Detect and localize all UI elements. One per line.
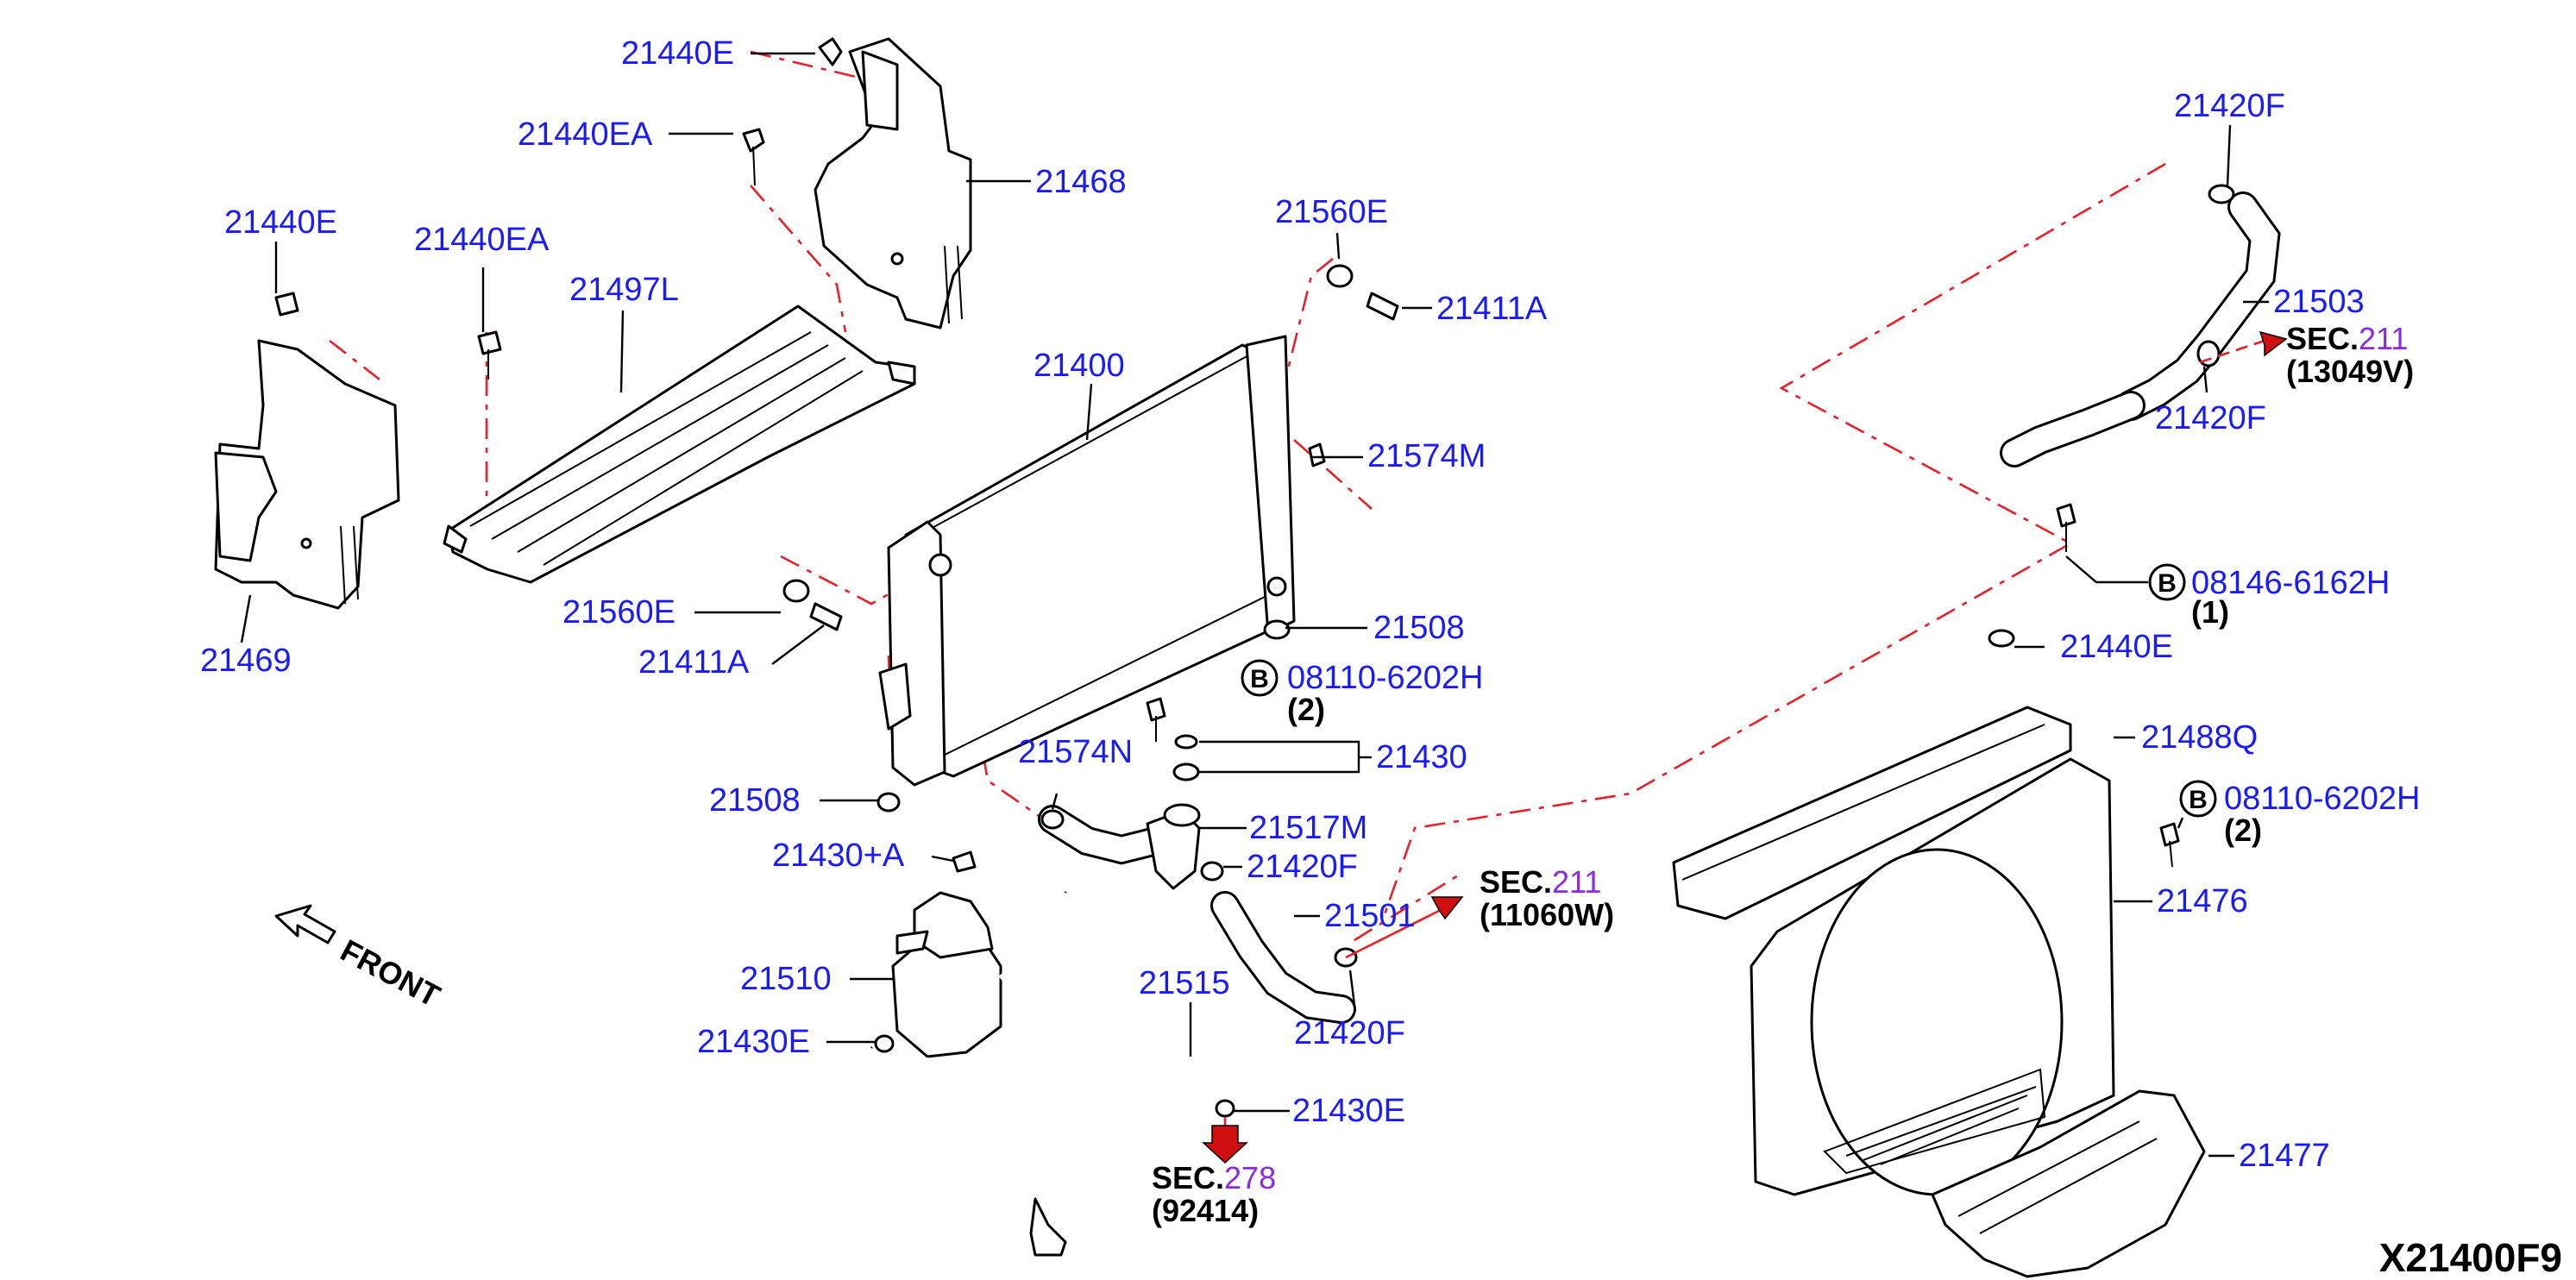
label-21574n: 21574N [1018,734,1133,770]
bolt-callout-08110-6202h-center: B 08110-6202H (2) [1241,659,1483,727]
label-21510: 21510 [740,961,832,997]
label-21469: 21469 [200,643,292,679]
bolt-quantity: (2) [2224,813,2262,848]
flow-arrows [1202,330,2288,1164]
label-21420f-bottom: 21420F [1294,1015,1405,1051]
sec-prefix: SEC. [2286,321,2359,356]
label-21430-plus-a: 21430+A [772,838,905,874]
fan-shroud-21476 [1672,706,2115,1196]
label-21517m: 21517M [1249,810,1367,846]
bolt-callout-08110-6202h-right: B 08110-6202H (2) [2179,780,2420,848]
front-direction-indicator: FRONT [274,904,446,1013]
svg-text:SEC.211: SEC.211 [1480,864,1601,900]
label-21515: 21515 [1139,965,1230,1001]
section-ref-278-92414: SEC.278 (92414) [1152,1160,1276,1228]
label-21400: 21400 [1034,348,1125,384]
section-ref-211-11060w: SEC.211 (11060W) [1480,864,1614,932]
bolt-part-number: 08110-6202H [2224,781,2420,817]
badge-letter: B [1250,665,1269,693]
label-21440ea-top: 21440EA [518,116,653,153]
label-21440e-left: 21440E [224,204,337,241]
label-21560e-right: 21560E [1275,194,1388,230]
sec-ref: (92414) [1152,1193,1259,1228]
label-21420f-top-right: 21420F [2174,88,2285,124]
label-21411a-right: 21411A [1436,291,1548,327]
sec-ref: (13049V) [2286,354,2414,389]
sec-prefix: SEC. [1152,1160,1224,1195]
label-21411a-left: 21411A [638,644,750,681]
badge-letter: B [2158,569,2177,598]
label-21476: 21476 [2157,883,2248,919]
reservoir-tank-21510 [891,891,1002,1058]
lower-shroud-21477 [1931,1089,2206,1278]
label-21430e-right: 21430E [1292,1093,1405,1129]
sec-ref: (11060W) [1480,897,1614,932]
label-21560e-left: 21560E [562,594,675,631]
label-21430e-left: 21430E [697,1024,810,1060]
arrow-to-sec-211-11060w [1430,896,1464,920]
sec-number: 278 [1224,1160,1276,1195]
leader-lines [240,52,2269,1158]
sec-number: 211 [2359,321,2408,356]
label-21468: 21468 [1035,164,1127,200]
label-21488q: 21488Q [2141,719,2258,756]
sec-number: 211 [1552,864,1601,900]
air-guide-21468 [814,37,972,329]
arrow-to-sec-278-92414 [1202,1125,1248,1164]
label-21440e-right: 21440E [2060,629,2173,665]
label-21501: 21501 [1324,898,1416,934]
air-guide-21469 [214,339,400,610]
bolt-part-number: 08110-6202H [1287,660,1483,696]
label-21574m: 21574M [1367,438,1486,474]
label-21440e-top: 21440E [621,35,734,72]
diagram-code: X21400F9 [2379,1235,2562,1280]
label-21477: 21477 [2239,1138,2330,1174]
bolt-part-number: 08146-6162H [2191,565,2390,601]
lower-hose-21501 [1210,891,1356,1024]
label-21503: 21503 [2273,284,2365,320]
bolt-callout-08146-6162h: B 08146-6162H (1) [2148,563,2390,630]
radiator-21400 [878,335,1296,787]
label-21420f-right: 21420F [2155,400,2266,436]
svg-text:SEC.211: SEC.211 [2286,321,2408,356]
upper-hose-21503 [2000,191,2281,467]
arrow-to-sec-211-13049v [2259,330,2288,357]
water-outlet-21517m [1038,803,1201,890]
sec-prefix: SEC. [1480,864,1552,900]
label-21508-right: 21508 [1373,610,1465,646]
svg-text:SEC.278: SEC.278 [1152,1160,1276,1195]
fasteners [274,37,2235,1118]
part-number-labels: 21440E 21440EA 21468 21440E 21440EA 2149… [200,35,2365,1174]
label-21497l: 21497L [569,272,679,308]
bolt-quantity: (2) [1287,692,1325,727]
bolt-quantity: (1) [2191,594,2229,630]
section-ref-211-13049v: SEC.211 (13049V) [2286,321,2414,389]
label-21420f-center: 21420F [1247,849,1358,885]
overflow-hose-21515 [845,891,1228,1257]
front-label: FRONT [335,932,446,1013]
badge-letter: B [2189,786,2208,814]
upper-shroud-21497l [443,304,916,584]
label-21440ea-left: 21440EA [414,222,550,258]
label-21508-left: 21508 [709,782,801,819]
label-21430: 21430 [1376,739,1467,775]
